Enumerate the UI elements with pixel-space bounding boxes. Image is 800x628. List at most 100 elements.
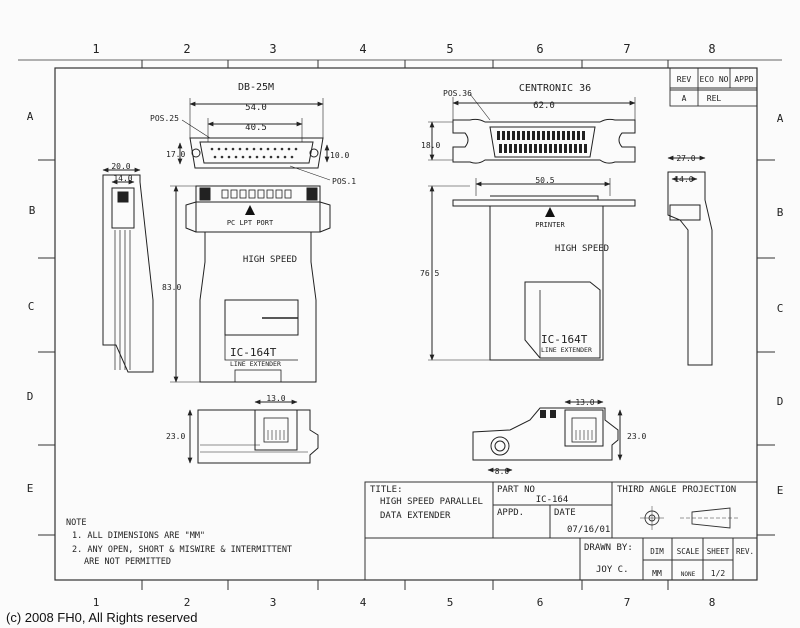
centronic-side-body [667,171,713,366]
drawn-by-label: DRAWN BY: [584,543,633,553]
extender-label: LINE EXTENDER [541,346,592,354]
col-label: 8 [708,42,715,56]
dim-label: 14.0 [113,174,132,183]
row-label: A [777,112,784,125]
flange-left [185,201,197,233]
title-line2: DATA EXTENDER [380,511,451,521]
leader-line [181,119,211,139]
col-label: 3 [270,596,277,609]
row-label: A [27,110,34,123]
copyright-notice: (c) 2008 FH0, All Rights reserved [6,610,198,625]
title-label: TITLE: [370,485,403,495]
row-labels-left: A B C D E [27,110,36,495]
col-label: 6 [537,596,544,609]
sheet-value: 1/2 [711,569,726,578]
arrow-marker [545,207,555,217]
clip-left [199,187,211,201]
dim-label: 14.0 [674,175,693,184]
leader-line [469,93,491,121]
eco-value: REL [707,94,722,103]
clip-right [306,187,318,201]
drawn-by-value: JOY C. [596,565,629,575]
row-label: D [27,390,34,403]
col-label: 2 [184,596,191,609]
appd-label: APPD. [497,508,524,518]
speed-label: HIGH SPEED [243,255,297,265]
grid-ticks [38,60,775,590]
db25-drawing [102,98,331,464]
title-block [364,481,758,581]
centronic-label-panel [524,281,601,359]
model-label: IC-164T [230,346,277,359]
third-angle-projection-icon [640,506,740,530]
db25-bottom-view [197,409,319,464]
db25-label: DB-25M [238,82,274,93]
db25-side-plug [111,187,135,229]
dim-label: 20.0 [111,162,130,171]
col-label: 1 [92,42,99,56]
db25-texts: DB-25M 54.0 40.5 POS.25 POS.1 17.0 10.0 … [111,82,356,441]
row-label: C [28,300,35,313]
row-labels-right: A B C D E [777,112,784,497]
dim-label: 50.5 [535,176,554,185]
dim-label: 18.0 [421,141,440,150]
row-label: D [777,395,784,408]
col-label: 3 [269,42,276,56]
note-line-2: 2. ANY OPEN, SHORT & MISWIRE & INTERMITT… [72,545,292,555]
dim-label: 8.0 [495,467,510,476]
title-line1: HIGH SPEED PARALLEL [380,497,483,507]
model-label: IC-164T [541,333,588,346]
row-label: E [27,482,34,495]
date-label: DATE [554,508,576,518]
centronic-bottom-view [472,407,619,461]
revision-block [669,67,758,107]
rev-value: A [682,94,687,103]
db25-shell-inner [199,141,314,164]
appd-header: APPD [734,75,753,84]
dim-label: 27.0 [676,154,695,163]
col-label: 6 [536,42,543,56]
column-labels-top: 1 2 3 4 5 6 7 8 [92,42,715,56]
dim-label: 23.0 [166,432,185,441]
notes: NOTE 1. ALL DIMENSIONS ARE "MM" 2. ANY O… [66,518,292,567]
row-label: B [29,204,36,217]
dim-label: 54.0 [245,103,267,113]
leader-line [289,165,331,181]
title-block-texts: TITLE: HIGH SPEED PARALLEL DATA EXTENDER… [370,485,754,578]
dim-label: 76.5 [420,269,439,278]
flange-right [319,201,331,233]
centronic-body [489,206,604,361]
db25-front-pins [221,189,292,199]
note-line-1: 1. ALL DIMENSIONS ARE "MM" [72,531,205,541]
col-label: 1 [93,596,100,609]
notes-header: NOTE [66,518,86,528]
sheet-header: SHEET [707,547,730,556]
db25-pins [210,147,298,159]
col-label: 2 [183,42,190,56]
centronic-drawing [428,93,713,473]
dim-label: 40.5 [245,123,267,133]
part-no-label: PART NO [497,485,535,495]
speed-label: HIGH SPEED [555,244,609,254]
dim-label: 17.0 [166,150,185,159]
dim-label: 62.0 [533,101,555,111]
centronic-flange [452,199,636,207]
row-label: E [777,484,784,497]
pos25-label: POS.25 [150,114,179,123]
centronic-shell [452,118,636,164]
printer-label: PRINTER [535,221,565,229]
dim-label: 13.0 [575,398,594,407]
revision-block-text: REV ECO NO APPD A REL [677,75,754,103]
rev-header: REV [677,75,692,84]
dim-label: 83.0 [162,283,181,292]
screw-hole-right [309,148,319,158]
row-label: C [777,302,784,315]
col-label: 7 [623,42,630,56]
dim-header: DIM [650,547,664,556]
dim-value: MM [652,569,662,578]
col-label: 4 [360,596,367,609]
col-label: 5 [446,42,453,56]
centronic-texts: CENTRONIC 36 POS.36 62.0 18.0 50.5 27.0 … [420,83,696,476]
col-label: 7 [624,596,631,609]
